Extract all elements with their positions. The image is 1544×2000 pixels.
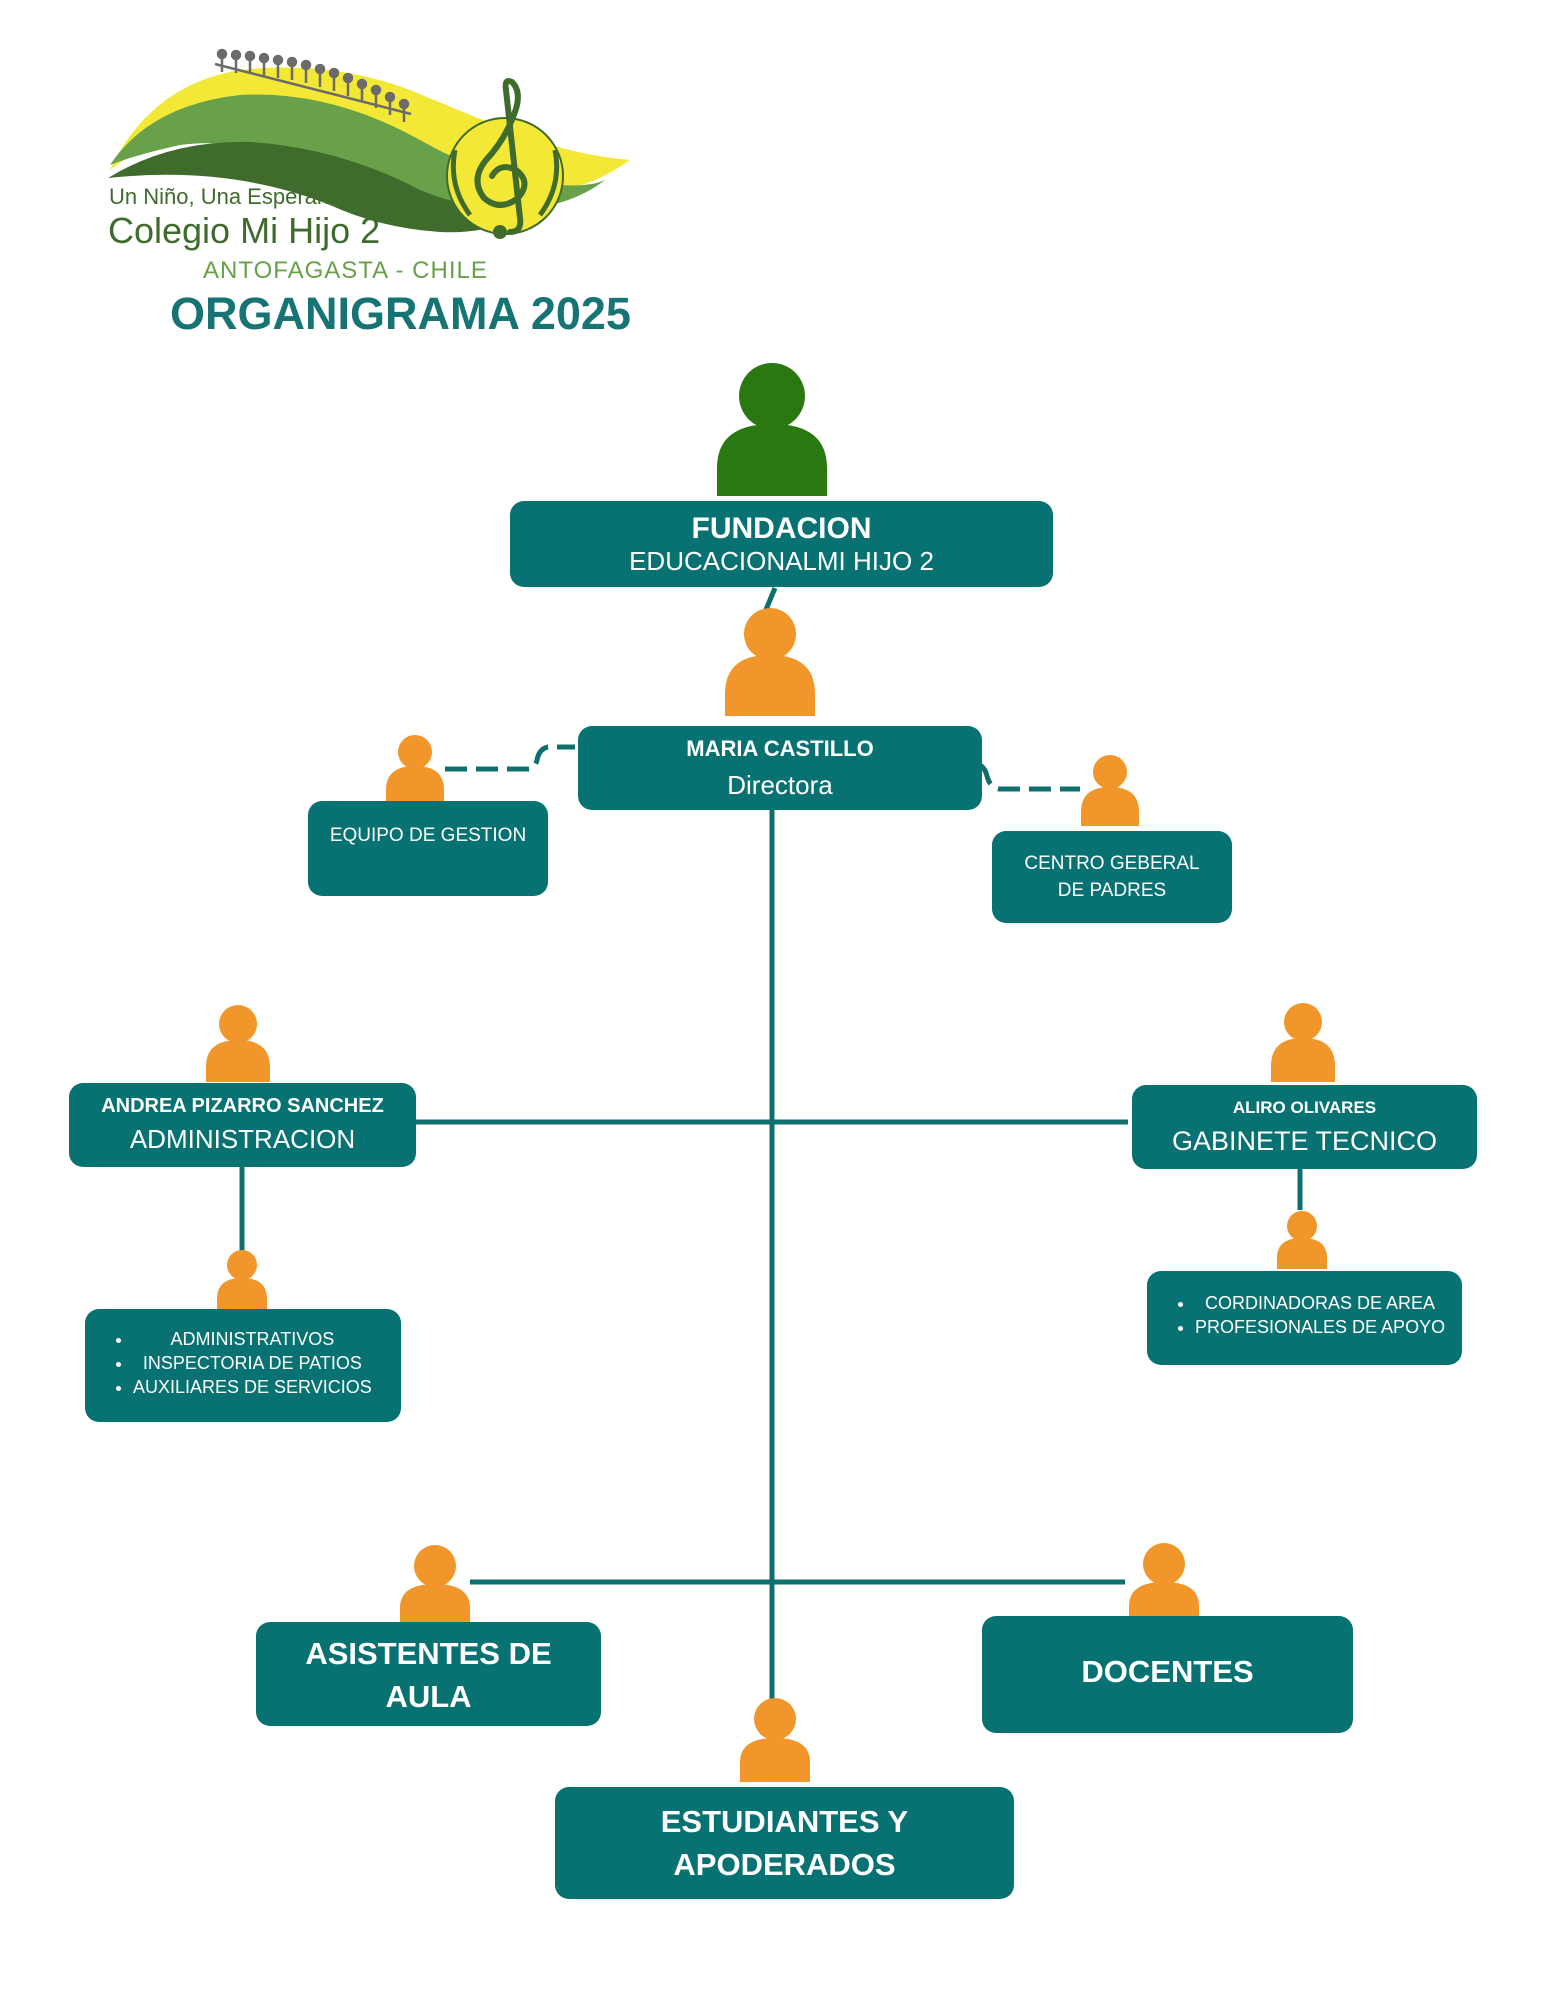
estudiantes-label: ESTUDIANTES Y APODERADOS [660,1804,909,1882]
person-icon [717,363,827,496]
list-item: INSPECTORIA DE PATIOS [133,1351,372,1375]
asistentes-box: ASISTENTES DE AULA [256,1622,601,1726]
person-icon [400,1545,470,1626]
logo-city: ANTOFAGASTA - CHILE [203,257,488,284]
gabinete-role: GABINETE TECNICO [1171,1125,1438,1156]
asistentes-label: ASISTENTES DE AULA [305,1636,552,1714]
centro-padres-label: CENTRO GEBERAL DE PADRES [1024,853,1200,901]
estudiantes-box: ESTUDIANTES Y APODERADOS [555,1787,1014,1899]
person-icons [206,363,1335,1782]
gabinete-list-box: CORDINADORAS DE AREA PROFESIONALES DE AP… [1147,1271,1462,1365]
administracion-box: ANDREA PIZARRO SANCHEZ ADMINISTRACION [69,1083,416,1167]
person-icon [206,1005,270,1082]
list-item: CORDINADORAS DE AREA [1195,1291,1445,1315]
person-icon [386,735,444,804]
gabinete-name: ALIRO OLIVARES [1232,1097,1377,1117]
list-item: PROFESIONALES DE APOYO [1195,1315,1445,1339]
logo-tagline: Un Niño, Una Esperanza [109,184,353,209]
administracion-name: ANDREA PIZARRO SANCHEZ [101,1095,384,1117]
list-item: AUXILIARES DE SERVICIOS [133,1375,372,1399]
logo-dark-green-wave [108,141,535,233]
administracion-list: ADMINISTRATIVOS INSPECTORIA DE PATIOS AU… [85,1327,372,1399]
treble-clef-icon [446,78,564,239]
connector-lines [239,587,1303,1760]
equipo-gestion-box: EQUIPO DE GESTION [308,801,548,896]
page-title: ORGANIGRAMA 2025 [170,288,631,339]
person-icon [1277,1211,1327,1269]
equipo-gestion-label: EQUIPO DE GESTION [329,825,527,846]
gabinete-list: CORDINADORAS DE AREA PROFESIONALES DE AP… [1147,1291,1445,1339]
logo [108,48,630,239]
connector-centro-padres-dashed [978,762,1080,792]
directora-name: MARIA CASTILLO [686,735,874,761]
person-icon [725,608,815,716]
logo-school-name: Colegio Mi Hijo 2 [108,210,381,251]
administracion-list-box: ADMINISTRATIVOS INSPECTORIA DE PATIOS AU… [85,1309,401,1422]
fundacion-box: FUNDACION EDUCACIONALMI HIJO 2 [510,501,1053,587]
people-chain-icon [214,48,412,122]
directora-role: Directora [727,769,833,800]
connector-equipo-gestion-dashed [445,744,575,772]
list-item: ADMINISTRATIVOS [133,1327,372,1351]
docentes-box: DOCENTES [982,1616,1353,1733]
administracion-role: ADMINISTRACION [129,1124,356,1154]
gabinete-box: ALIRO OLIVARES GABINETE TECNICO [1132,1085,1477,1169]
directora-box: MARIA CASTILLO Directora [578,726,982,810]
fundacion-role: EDUCACIONALMI HIJO 2 [629,545,934,576]
fundacion-name: FUNDACION [691,511,872,545]
person-icon [1081,755,1139,826]
person-icon [1271,1003,1335,1082]
person-icon [1129,1543,1199,1624]
connector-fundacion-directora [762,587,778,613]
person-icon [217,1250,267,1310]
person-icon [740,1698,810,1782]
docentes-label: DOCENTES [1081,1654,1254,1689]
centro-padres-box: CENTRO GEBERAL DE PADRES [992,831,1232,923]
